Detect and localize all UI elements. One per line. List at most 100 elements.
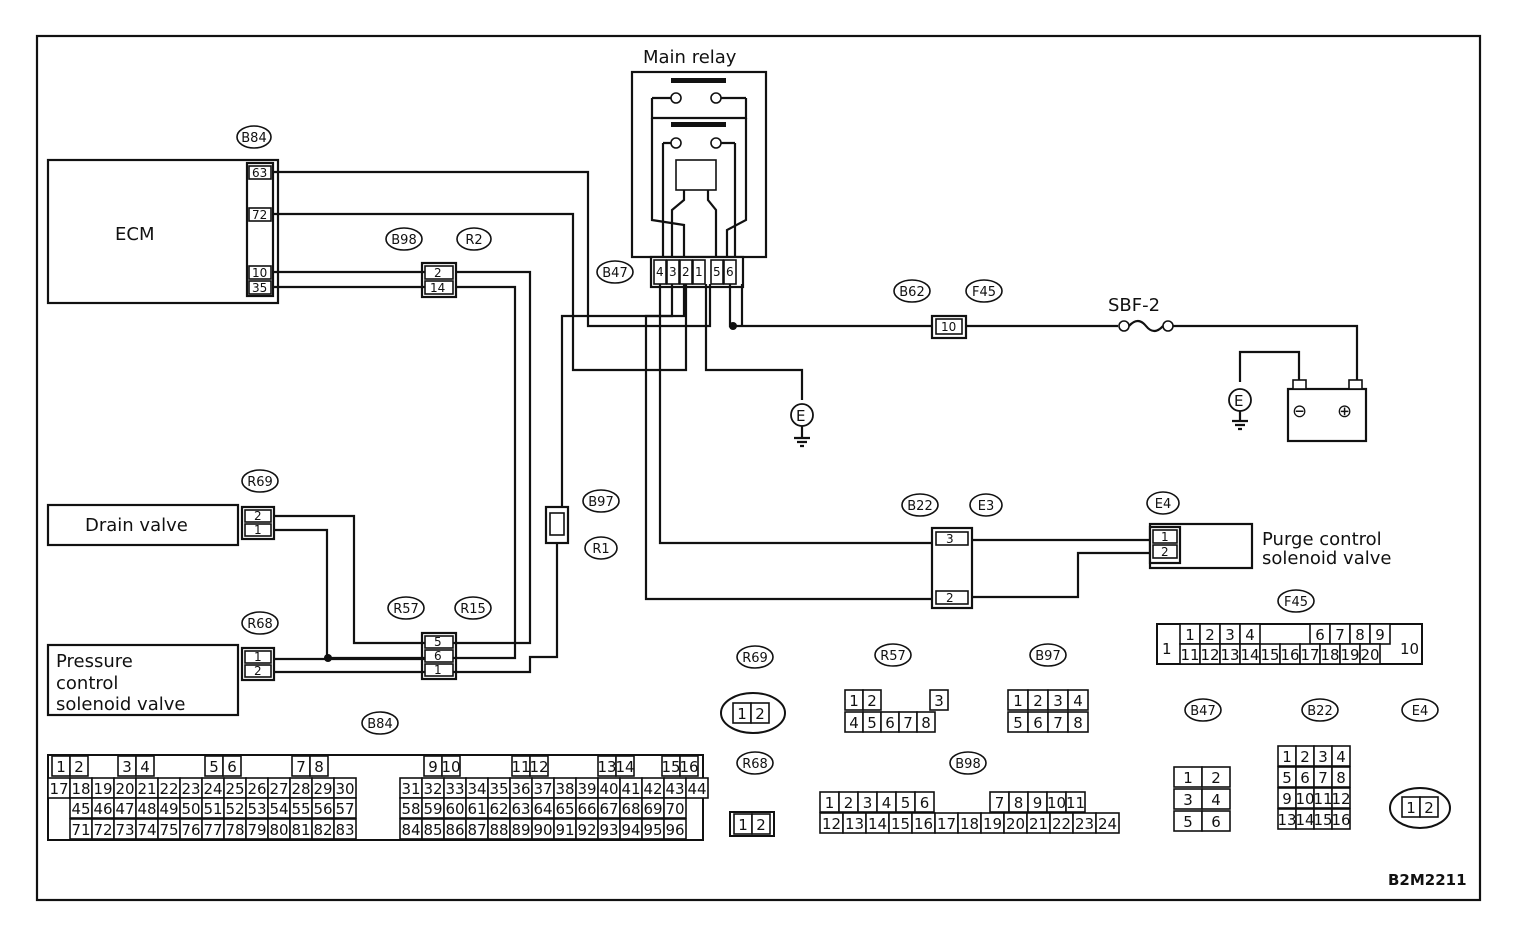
f45-pin-4: 4 — [1239, 623, 1261, 645]
svg-text:20: 20 — [115, 780, 134, 798]
svg-text:49: 49 — [159, 800, 178, 818]
b84-r3-pin-53: 53 — [245, 797, 269, 819]
svg-text:1: 1 — [1185, 626, 1195, 644]
svg-text:Drain valve: Drain valve — [85, 515, 188, 536]
b84-r4-pin-85: 85 — [421, 818, 445, 840]
view-tag-e4: E4 — [1401, 698, 1439, 722]
f45-pin-11: 11 — [1179, 643, 1201, 665]
b98-pin-15: 15 — [888, 812, 913, 834]
svg-text:25: 25 — [225, 780, 244, 798]
svg-text:⊖: ⊖ — [1292, 401, 1307, 422]
view-tag-b98: B98 — [949, 751, 987, 775]
b84-r2-pin-19: 19 — [91, 777, 115, 799]
f45-pin-2: 2 — [1199, 623, 1221, 645]
b84-pin-4: 4 — [135, 755, 155, 777]
b84-r3-pin-70: 70 — [663, 797, 687, 819]
tag-e4: E4 — [1146, 491, 1180, 515]
b84-r2-pin-43: 43 — [663, 777, 687, 799]
b98-pin-22: 22 — [1049, 812, 1074, 834]
svg-text:74: 74 — [137, 821, 156, 839]
b84-r2-pin-29: 29 — [311, 777, 335, 799]
svg-text:5: 5 — [1013, 714, 1023, 732]
svg-text:6: 6 — [1315, 626, 1325, 644]
b47-pin-3: 3 — [1173, 788, 1203, 810]
f45-pin-20: 20 — [1359, 643, 1381, 665]
svg-text:13: 13 — [1220, 646, 1239, 664]
b84-r2-pin-30: 30 — [333, 777, 357, 799]
svg-text:4: 4 — [1245, 626, 1255, 644]
b84-r2-pin-27: 27 — [267, 777, 291, 799]
b97-pin-2: 2 — [1027, 689, 1049, 711]
b84-r2-pin-39: 39 — [575, 777, 599, 799]
b84-r2-pin-41: 41 — [619, 777, 643, 799]
b84-r3-pin-48: 48 — [135, 797, 159, 819]
view-tag-b97: B97 — [1029, 643, 1067, 667]
svg-text:80: 80 — [269, 821, 288, 839]
wire-relay-purge-a — [658, 284, 936, 545]
r57-pin-4: 4 — [844, 711, 864, 733]
view-tag-r68: R68 — [736, 751, 774, 775]
b84-r2-pin-17: 17 — [47, 777, 71, 799]
svg-text:R69: R69 — [247, 475, 273, 490]
b98-pin-17: 17 — [934, 812, 959, 834]
r68-pin-2: 2 — [751, 813, 771, 835]
svg-text:B97: B97 — [588, 495, 613, 510]
svg-text:solenoid valve: solenoid valve — [56, 694, 185, 715]
svg-text:47: 47 — [115, 800, 134, 818]
e4-pin-2: 2 — [1419, 796, 1439, 818]
svg-text:E3: E3 — [978, 499, 995, 514]
b98-pin-14: 14 — [865, 812, 890, 834]
r57-pin-3: 3 — [929, 689, 949, 711]
b22-pin-14: 14 — [1295, 808, 1315, 830]
b84-r3-pin-61: 61 — [465, 797, 489, 819]
f45-pin-14: 14 — [1239, 643, 1261, 665]
svg-text:68: 68 — [621, 800, 640, 818]
b97-pin-4: 4 — [1067, 689, 1089, 711]
svg-text:33: 33 — [445, 780, 464, 798]
svg-text:2: 2 — [1161, 545, 1169, 559]
svg-text:1: 1 — [825, 794, 835, 812]
r57-pin-6: 6 — [880, 711, 900, 733]
svg-text:13: 13 — [597, 758, 616, 776]
b84-r3-pin-55: 55 — [289, 797, 313, 819]
b98-pin-9: 9 — [1027, 791, 1048, 813]
b97-pin-7: 7 — [1047, 711, 1069, 733]
b97-pin-5: 5 — [1007, 711, 1029, 733]
svg-text:3: 3 — [863, 794, 873, 812]
svg-text:1: 1 — [434, 663, 442, 677]
svg-text:1: 1 — [254, 650, 262, 664]
svg-text:2: 2 — [1033, 692, 1043, 710]
b22-pin-16: 16 — [1331, 808, 1351, 830]
svg-text:50: 50 — [181, 800, 200, 818]
f45-pin-6: 6 — [1309, 623, 1331, 645]
svg-text:72: 72 — [93, 821, 112, 839]
b84-pin-2: 2 — [69, 755, 89, 777]
svg-text:59: 59 — [423, 800, 442, 818]
svg-text:B98: B98 — [391, 233, 416, 248]
b84-r2-pin-24: 24 — [201, 777, 225, 799]
b84-pin-3: 3 — [117, 755, 137, 777]
svg-text:E4: E4 — [1412, 704, 1429, 719]
b84-r3-pin-63: 63 — [509, 797, 533, 819]
ecm-pin-10: 10 — [252, 266, 267, 280]
b98-pin-21: 21 — [1026, 812, 1051, 834]
view-tag-b22: B22 — [1301, 698, 1339, 722]
pressure-control-solenoid-valve: Pressure control solenoid valve 1 2 — [46, 643, 276, 717]
svg-text:64: 64 — [533, 800, 552, 818]
b84-r2-pin-40: 40 — [597, 777, 621, 799]
ecm-pin-72: 72 — [252, 208, 267, 222]
ecm-pin-63: 63 — [252, 166, 267, 180]
svg-text:35: 35 — [489, 780, 508, 798]
r57-r15-connector: 5 6 1 — [420, 631, 458, 681]
svg-text:2: 2 — [1205, 626, 1215, 644]
b98-pin-7: 7 — [989, 791, 1010, 813]
b22-pin-1: 1 — [1277, 745, 1297, 767]
b84-pin-16: 16 — [679, 755, 699, 777]
b84-r4-pin-96: 96 — [663, 818, 687, 840]
svg-text:96: 96 — [665, 821, 684, 839]
b84-r4-pin-81: 81 — [289, 818, 313, 840]
svg-text:89: 89 — [511, 821, 530, 839]
svg-text:53: 53 — [247, 800, 266, 818]
svg-text:10: 10 — [1295, 790, 1314, 808]
svg-text:62: 62 — [489, 800, 508, 818]
